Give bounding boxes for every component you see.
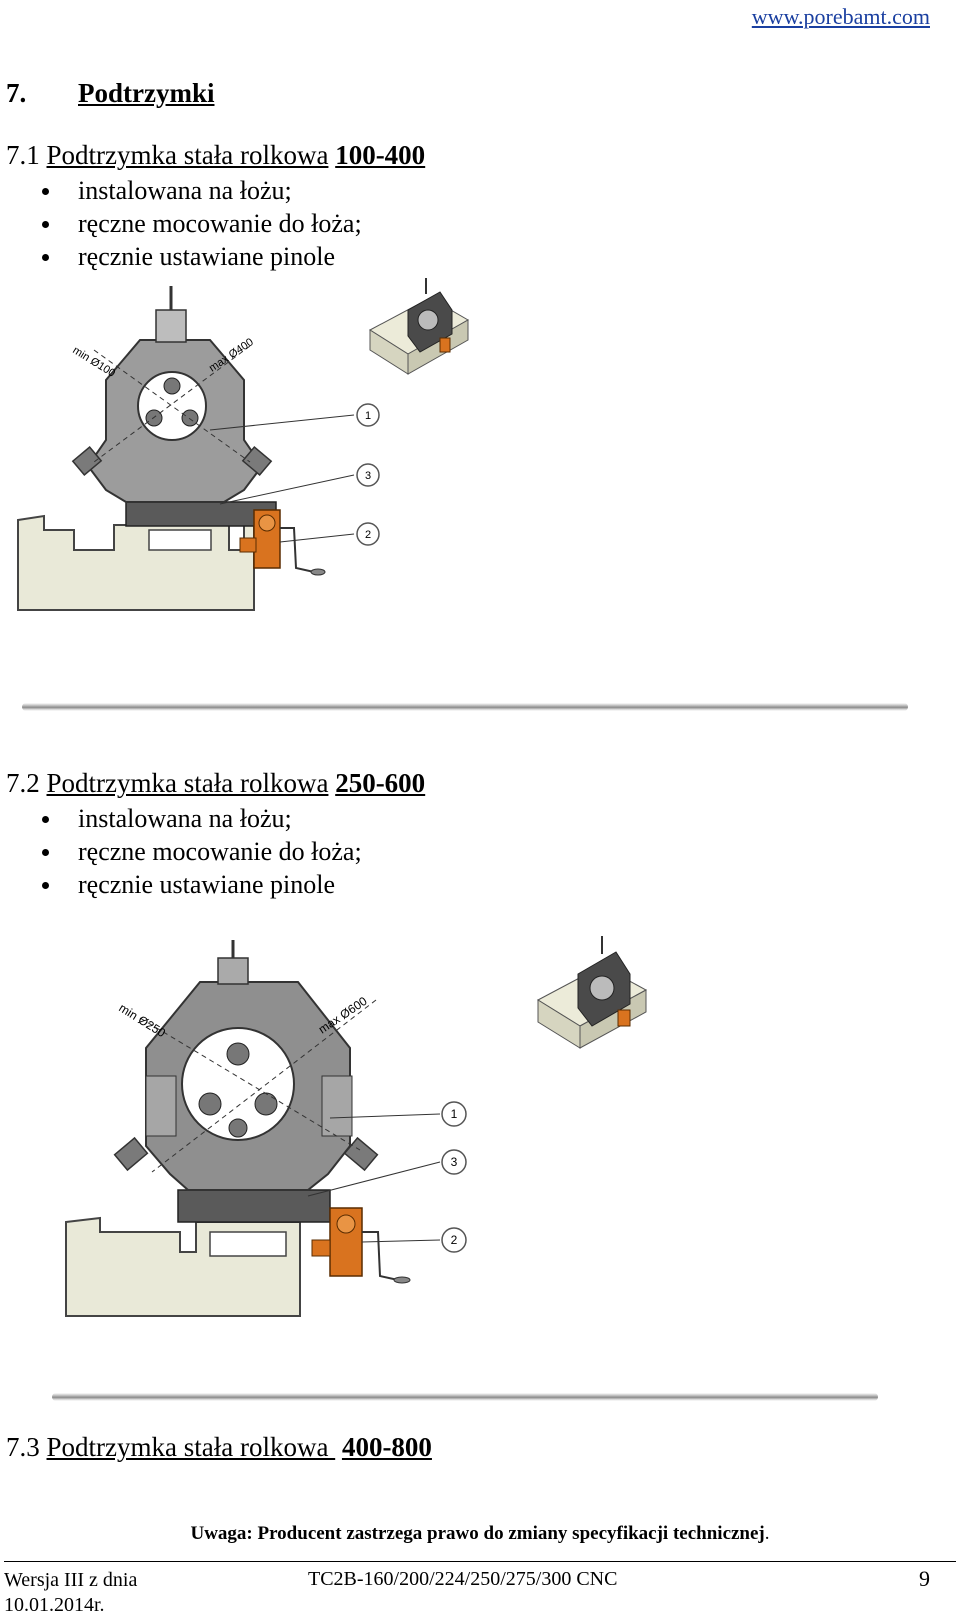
chapter-title: Podtrzymki xyxy=(78,78,215,108)
footer-model: TC2B-160/200/224/250/275/300 CNC xyxy=(308,1568,618,1590)
svg-text:3: 3 xyxy=(451,1155,458,1169)
note-period: . xyxy=(764,1523,770,1544)
section-title-text: Podtrzymka stała rolkowa xyxy=(46,1432,336,1462)
section-title-text: Podtrzymka stała rolkowa xyxy=(46,768,329,798)
callout-1: 1 xyxy=(441,1101,467,1127)
footer-rule xyxy=(4,1561,956,1562)
section-7-2-bullets: instalowana na łożu; ręczne mocowanie do… xyxy=(40,802,362,901)
section-number: 7.3 xyxy=(6,1432,40,1462)
svg-text:3: 3 xyxy=(365,470,371,482)
note-text: Uwaga: Producent zastrzega prawo do zmia… xyxy=(190,1523,765,1544)
callout-2: 2 xyxy=(441,1227,467,1253)
version-label: Wersja III z dnia xyxy=(4,1569,138,1591)
steady-rest-drawing-250-600: min Ø250 max Ø600 1 3 2 xyxy=(65,940,467,1317)
website-link[interactable]: www.porebamt.com xyxy=(751,4,930,29)
steady-rest-iso-view xyxy=(536,936,648,1049)
version-date: 10.01.2014r. xyxy=(4,1594,105,1616)
section-range: 400-800 xyxy=(341,1432,432,1462)
section-7-1-bullets: instalowana na łożu; ręczne mocowanie do… xyxy=(40,174,362,273)
section-title-text: Podtrzymka stała rolkowa xyxy=(46,140,329,170)
section-range: 250-600 xyxy=(335,768,426,798)
page-number: 9 xyxy=(919,1566,930,1591)
steady-rest-drawing-100-400: min Ø100 max Ø400 1 3 2 xyxy=(17,286,380,611)
svg-text:1: 1 xyxy=(451,1107,458,1121)
bullet-item: ręczne mocowanie do łoża; xyxy=(40,835,362,868)
section-7-2-title: 7.2 Podtrzymka stała rolkowa 250-600 xyxy=(6,768,425,799)
bullet-item: ręcznie ustawiane pinole xyxy=(40,240,362,273)
bullet-item: ręcznie ustawiane pinole xyxy=(40,868,362,901)
min-diameter-label: min Ø250 xyxy=(116,1001,168,1041)
svg-text:2: 2 xyxy=(451,1233,458,1247)
bullet-item: ręczne mocowanie do łoża; xyxy=(40,207,362,240)
callout-1: 1 xyxy=(356,403,380,427)
section-divider xyxy=(52,1393,878,1401)
section-7-3-title: 7.3 Podtrzymka stała rolkowa 400-800 xyxy=(6,1432,432,1463)
chapter-number: 7. xyxy=(6,78,27,108)
section-number: 7.1 xyxy=(6,140,40,170)
section-number: 7.2 xyxy=(6,768,40,798)
svg-text:2: 2 xyxy=(365,529,371,541)
callout-3: 3 xyxy=(441,1149,467,1175)
callout-2: 2 xyxy=(356,522,380,546)
section-7-1-title: 7.1 Podtrzymka stała rolkowa 100-400 xyxy=(6,140,425,171)
section-range: 100-400 xyxy=(335,140,426,170)
bullet-item: instalowana na łożu; xyxy=(40,174,362,207)
bullet-item: instalowana na łożu; xyxy=(40,802,362,835)
footer-version: Wersja III z dnia 10.01.2014r. xyxy=(4,1568,137,1618)
svg-text:1: 1 xyxy=(365,410,371,422)
disclaimer-note: Uwaga: Producent zastrzega prawo do zmia… xyxy=(0,1523,960,1545)
steady-rest-iso-view xyxy=(369,278,470,375)
section-divider xyxy=(22,703,908,711)
callout-3: 3 xyxy=(356,463,380,487)
chapter-heading: 7. Podtrzymki xyxy=(6,78,214,109)
